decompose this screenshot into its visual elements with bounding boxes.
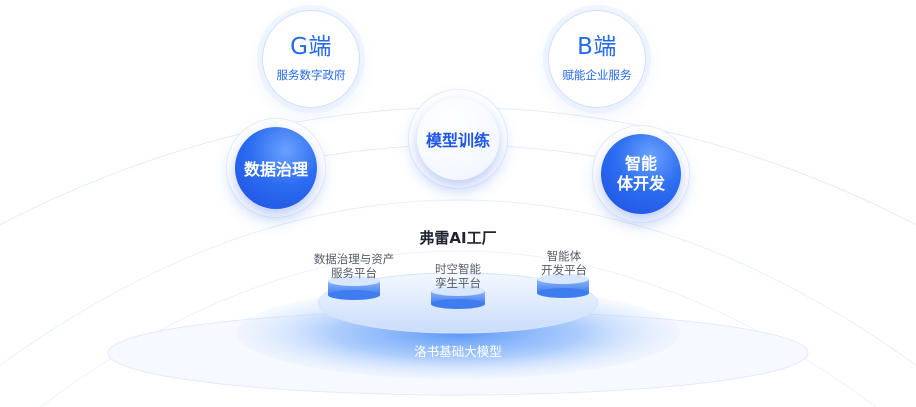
agent-dev-label-line2: 体开发 [616, 174, 665, 193]
data-asset-platform-line1: 数据治理与资产 [313, 252, 395, 266]
data-asset-platform-label: 数据治理与资产 服务平台 [300, 252, 408, 280]
agent-dev-platform-line1: 智能体 [546, 249, 582, 263]
cylinder-spatiotemporal [431, 286, 485, 309]
cylinder-agent-dev [537, 274, 589, 298]
middle-arc [0, 199, 916, 366]
data-asset-platform-line2: 服务平台 [331, 266, 377, 280]
agent-dev-label-line1: 智能 [624, 154, 657, 173]
data-governance-circle: 数据治理 [235, 127, 317, 209]
g-side-circle: G端 服务数字政府 [262, 10, 360, 108]
agent-dev-platform-label: 智能体 开发平台 [524, 249, 604, 277]
inner-arc [39, 250, 877, 407]
spatiotemporal-platform-line2: 孪生平台 [435, 276, 481, 290]
b-side-circle: B端 赋能企业服务 [548, 10, 646, 108]
b-side-subtitle: 赋能企业服务 [562, 67, 632, 82]
b-side-title: B端 [577, 33, 617, 60]
g-side-subtitle: 服务数字政府 [276, 67, 346, 82]
spatiotemporal-platform-label: 时空智能 孪生平台 [418, 262, 498, 290]
cylinder-data-asset [328, 276, 380, 300]
data-governance-label: 数据治理 [243, 160, 308, 179]
model-training-circle: 模型训练 [417, 98, 499, 180]
agent-dev-platform-line2: 开发平台 [541, 263, 587, 277]
factory-title: 弗雷AI工厂 [419, 229, 497, 247]
g-side-title: G端 [290, 33, 332, 60]
spatiotemporal-platform-line1: 时空智能 [435, 262, 481, 276]
agent-dev-circle: 智能 体开发 [601, 134, 681, 214]
foundation-model-label: 洛书基础大模型 [414, 344, 502, 359]
model-training-label: 模型训练 [425, 131, 490, 150]
